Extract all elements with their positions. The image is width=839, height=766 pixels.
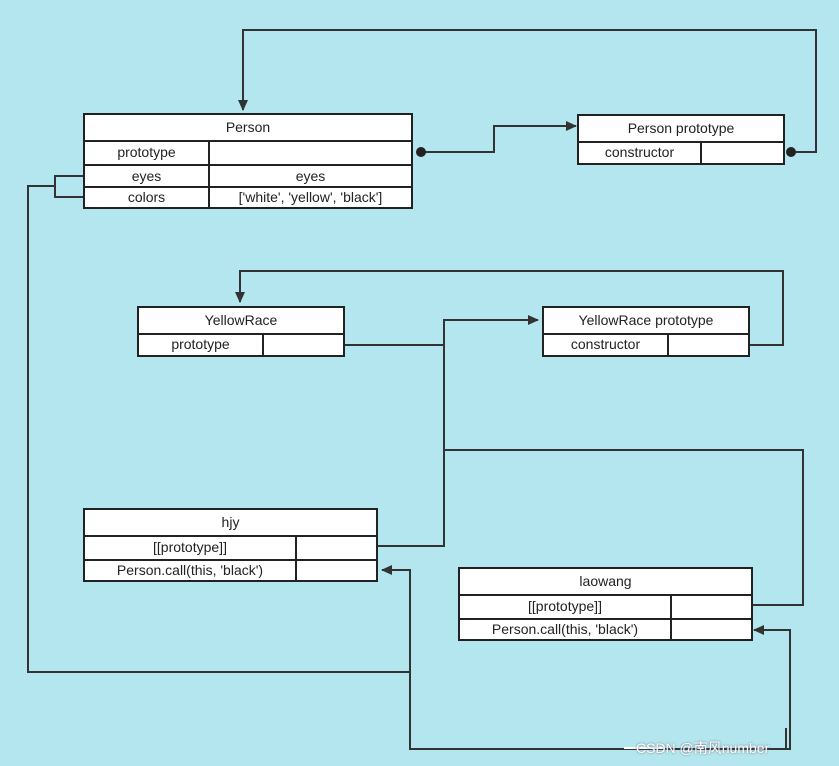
hjy-title: hjy (85, 510, 376, 537)
yellowrace-table: YellowRace prototype (137, 306, 345, 357)
table-row: prototype (85, 142, 411, 164)
row-value (669, 335, 748, 355)
laowang-table: laowang [[prototype]] Person.call(this, … (458, 567, 753, 641)
row-key: eyes (85, 166, 210, 186)
row-value: eyes (295, 168, 326, 184)
row-key: Person.call(this, 'black') (85, 561, 297, 580)
laowang-title: laowang (460, 569, 751, 596)
table-row: prototype (139, 335, 343, 355)
table-row: constructor (579, 143, 783, 163)
row-key: [[prototype]] (85, 537, 297, 559)
connector-laowang-prototype (444, 449, 804, 606)
connector-person-attrs (54, 175, 84, 198)
table-row: [[prototype]] (460, 596, 751, 618)
person-title: Person (85, 115, 411, 142)
row-value (297, 537, 376, 559)
table-row: Person.call(this, 'black') (85, 559, 376, 580)
yellowrace-prototype-table: YellowRace prototype constructor (542, 306, 750, 357)
table-row: colors ['white', 'yellow', 'black'] (85, 186, 411, 207)
yellowrace-title: YellowRace (139, 308, 343, 335)
row-value (672, 620, 751, 639)
connector-dot (786, 147, 796, 157)
row-key: constructor (579, 143, 702, 163)
row-value (210, 142, 411, 164)
connector-yellowrace-constructor (235, 270, 784, 346)
row-key: prototype (85, 142, 210, 164)
table-row: Person.call(this, 'black') (460, 618, 751, 639)
table-row: constructor (544, 335, 748, 355)
table-row: [[prototype]] (85, 537, 376, 559)
watermark: CSDN @南风number (636, 740, 770, 756)
watermark-bar (624, 747, 664, 749)
row-key: colors (85, 188, 210, 207)
row-key: [[prototype]] (460, 596, 672, 618)
table-row: eyes eyes (85, 164, 411, 186)
connector-hjy-prototype (378, 345, 445, 547)
connector-yellowrace-prototype (345, 315, 539, 346)
person-table: Person prototype eyes eyes colors ['whit… (83, 113, 413, 209)
row-key: Person.call(this, 'black') (460, 620, 672, 639)
connector-person-prototype (421, 121, 577, 153)
person-prototype-table: Person prototype constructor (577, 114, 785, 165)
connector-person-constructor (238, 29, 817, 153)
row-value (672, 596, 751, 618)
person-prototype-title: Person prototype (579, 116, 783, 143)
hjy-table: hjy [[prototype]] Person.call(this, 'bla… (83, 508, 378, 582)
connector-person-call-laowang (409, 625, 791, 750)
connector-person-call-hjy (27, 185, 411, 673)
yellowrace-prototype-title: YellowRace prototype (544, 308, 748, 335)
row-value: ['white', 'yellow', 'black'] (238, 189, 383, 205)
connector-dot (416, 147, 426, 157)
row-key: constructor (544, 335, 669, 355)
row-key: prototype (139, 335, 264, 355)
row-value (297, 561, 376, 580)
row-value (264, 335, 343, 355)
row-value (702, 143, 783, 163)
